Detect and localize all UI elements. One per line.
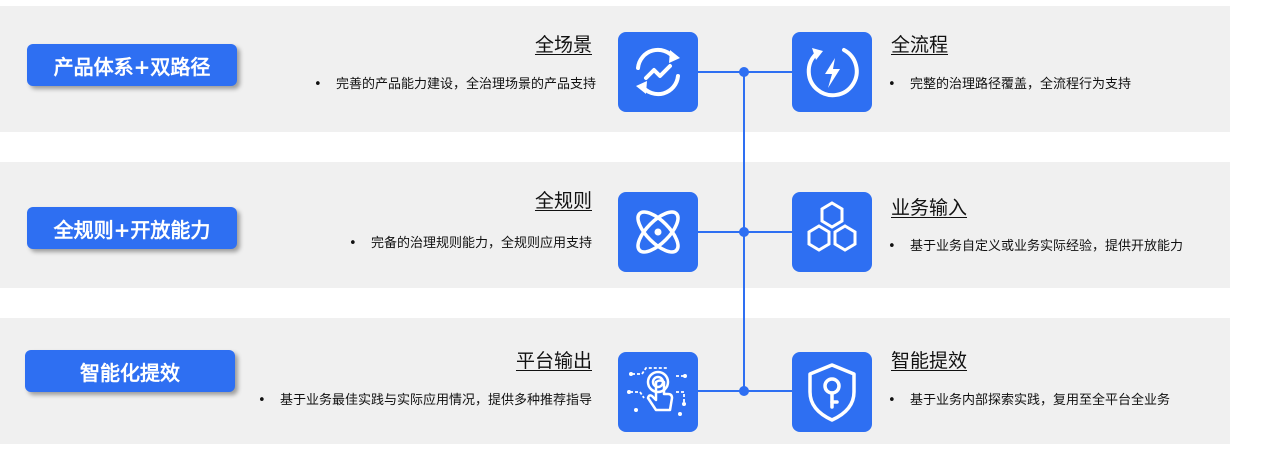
shield-key-icon [792,352,872,432]
row-2-right-desc: •基于业务自定义或业务实际经验，提供开放能力 [888,239,1184,254]
row-2-right-title: 业务输入 [891,197,968,219]
row-2-left-title: 全规则 [534,190,592,212]
row-3-pill: 智能化提效 [25,350,235,392]
row-1-left-title: 全场景 [534,34,592,56]
junction-dot-1 [739,67,749,77]
atom-icon [618,192,698,272]
row-2-left-desc: •完备的治理规则能力，全规则应用支持 [348,236,592,251]
lightning-cycle-icon [792,32,872,112]
row-1-left-desc: •完善的产品能力建设，全治理场景的产品支持 [313,77,596,92]
touch-circuit-icon [618,352,698,432]
row-3-right-desc: •基于业务内部探索实践，复用至全平台全业务 [888,393,1171,408]
row-1-pill: 产品体系+双路径 [27,44,237,86]
row-1-right-desc: •完整的治理路径覆盖，全流程行为支持 [888,77,1132,92]
row-1-right-title: 全流程 [891,34,949,56]
refresh-chart-icon [618,32,698,112]
junction-dot-3 [739,386,749,396]
row-3-right-title: 智能提效 [891,350,968,372]
hexagons-icon [792,192,872,272]
row-3-left-desc: •基于业务最佳实践与实际应用情况，提供多种推荐指导 [257,393,592,408]
junction-dot-2 [739,227,749,237]
row-3-left-title: 平台输出 [515,350,592,372]
row-2-pill: 全规则+开放能力 [27,207,237,249]
